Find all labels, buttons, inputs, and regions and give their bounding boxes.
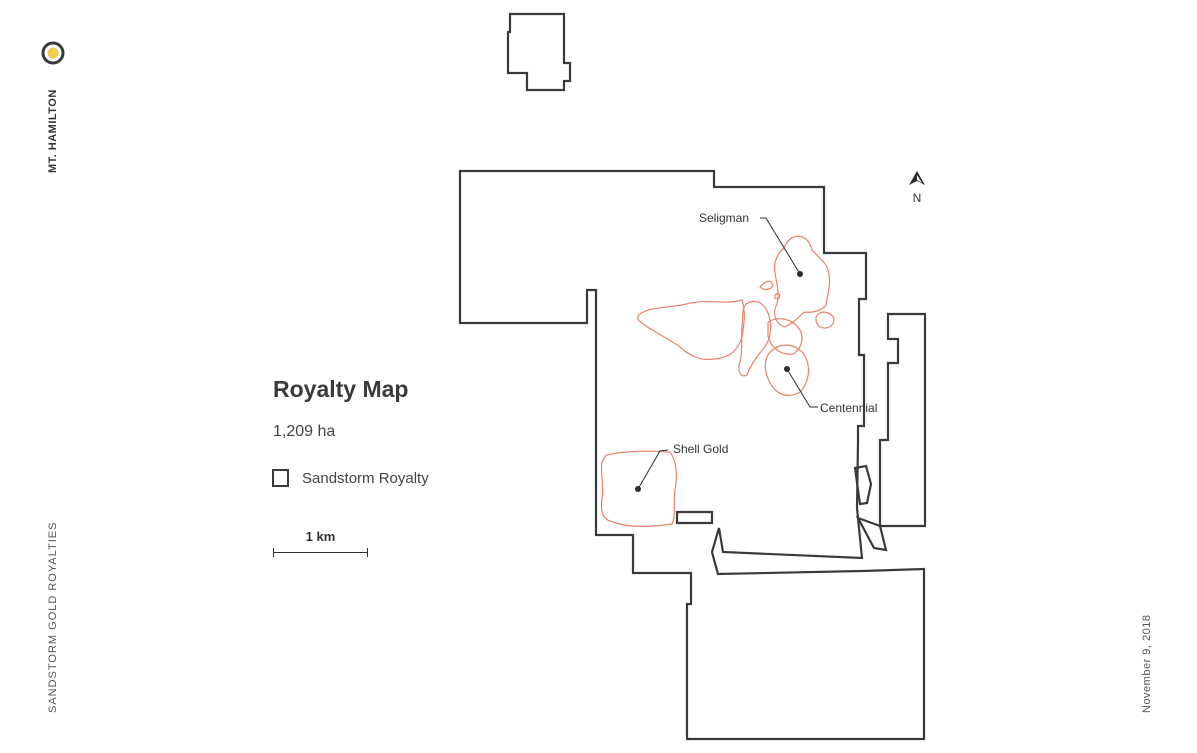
deposit-outline-seligman-spot bbox=[774, 292, 781, 300]
centennial-leader bbox=[786, 368, 818, 408]
deposit-outline-seligman-tip bbox=[759, 280, 774, 291]
area-value: 1,209 ha bbox=[273, 423, 336, 440]
label-shell-gold: Shell Gold bbox=[673, 442, 728, 456]
ring-logo-icon bbox=[41, 41, 65, 65]
label-centennial: Centennial bbox=[820, 401, 877, 415]
deposit-outline-east-lobe bbox=[815, 311, 835, 329]
scale-bar: 1 km bbox=[273, 529, 368, 558]
deposit-outline-centennial bbox=[764, 344, 810, 396]
deposit-outline-center-lobe bbox=[738, 300, 772, 377]
scale-label: 1 km bbox=[305, 529, 336, 544]
map-title: Royalty Map bbox=[273, 376, 409, 402]
deposit-outline-shell-gold bbox=[600, 450, 677, 527]
legend: Sandstorm Royalty bbox=[272, 469, 429, 487]
deposit-outline-west-lobe bbox=[636, 299, 745, 361]
deposit-outline-center-link bbox=[767, 318, 803, 355]
boundary-main-parcel bbox=[458, 169, 926, 741]
seligman-leader bbox=[760, 217, 801, 275]
legend-label: Sandstorm Royalty bbox=[302, 469, 429, 487]
boundary-east-parcel bbox=[878, 312, 927, 528]
royalty-swatch-icon bbox=[272, 469, 289, 487]
north-arrow-icon bbox=[909, 171, 925, 185]
boundary-southeast-sliver bbox=[855, 515, 888, 552]
label-seligman: Seligman bbox=[699, 211, 749, 225]
north-label: N bbox=[913, 191, 922, 205]
deposit-outline-seligman bbox=[773, 235, 831, 328]
shell-gold-leader bbox=[637, 449, 669, 490]
boundary-small-bar bbox=[675, 510, 714, 525]
boundary-north-parcel bbox=[506, 12, 572, 92]
scale-line bbox=[273, 548, 368, 558]
boundary-east-slab bbox=[853, 464, 873, 506]
